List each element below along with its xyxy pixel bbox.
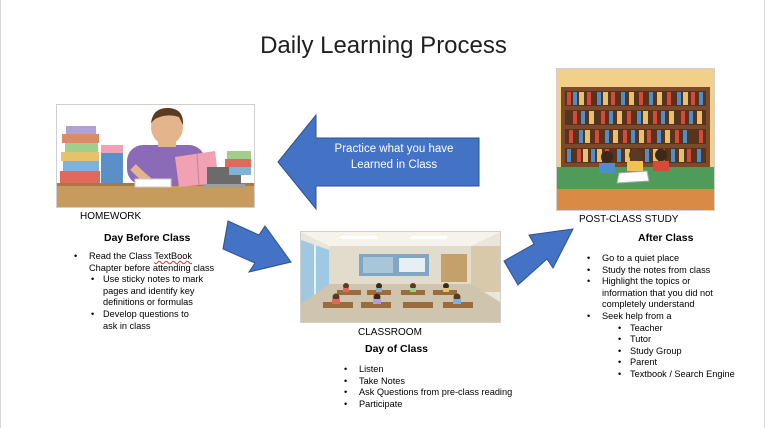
postclass-item-seek-help: Seek help from a bbox=[587, 311, 752, 323]
classroom-item-participate: Participate bbox=[344, 399, 529, 411]
postclass-label: POST-CLASS STUDY bbox=[579, 214, 679, 225]
classroom-bullets: Listen Take Notes Ask Questions from pre… bbox=[344, 364, 529, 411]
homework-sub-questions: Develop questions to ask in class bbox=[91, 309, 203, 332]
slide-title: Daily Learning Process bbox=[260, 32, 507, 59]
homework-bullets: Read the Class TextBook Chapter before a… bbox=[74, 251, 239, 332]
postclass-item-quiet: Go to a quiet place bbox=[587, 253, 752, 265]
postclass-image bbox=[556, 68, 715, 211]
classroom-heading: Day of Class bbox=[365, 343, 429, 355]
postclass-help-tutor: Tutor bbox=[618, 334, 752, 346]
postclass-help-study-group: Study Group bbox=[618, 346, 752, 358]
homework-bullet-read-line2: Chapter before attending class bbox=[89, 262, 215, 273]
classroom-image bbox=[300, 231, 501, 323]
homework-bullet-read: Read the Class TextBook bbox=[74, 251, 239, 263]
practice-arrow-text-line2: Learned in Class bbox=[350, 159, 438, 171]
homework-bullet-read-pre: Read the Class bbox=[89, 251, 155, 261]
practice-left-arrow bbox=[277, 113, 480, 211]
postclass-item-highlight: Highlight the topics or information that… bbox=[587, 276, 730, 311]
postclass-help-teacher: Teacher bbox=[618, 323, 752, 335]
classroom-to-postclass-arrow bbox=[503, 228, 574, 286]
classroom-item-questions: Ask Questions from pre-class reading bbox=[344, 387, 529, 399]
homework-label: HOMEWORK bbox=[80, 211, 142, 222]
classroom-item-listen: Listen bbox=[344, 364, 529, 376]
postclass-bullets: Go to a quiet place Study the notes from… bbox=[587, 253, 752, 381]
homework-heading: Day Before Class bbox=[104, 232, 191, 244]
postclass-item-notes: Study the notes from class bbox=[587, 265, 752, 277]
classroom-label: CLASSROOM bbox=[358, 327, 422, 338]
postclass-help-parent: Parent bbox=[618, 357, 752, 369]
classroom-item-notes: Take Notes bbox=[344, 376, 529, 388]
practice-arrow-text: Practice what you have Learned in Class bbox=[319, 141, 469, 173]
homework-image bbox=[56, 104, 255, 208]
practice-arrow-text-line1: Practice what you have bbox=[334, 143, 454, 155]
homework-bullet-read-word: TextBook bbox=[154, 251, 192, 261]
homework-sub-sticky: Use sticky notes to mark pages and ident… bbox=[91, 274, 221, 309]
postclass-heading: After Class bbox=[638, 232, 694, 244]
postclass-help-textbook: Textbook / Search Engine bbox=[618, 369, 752, 381]
